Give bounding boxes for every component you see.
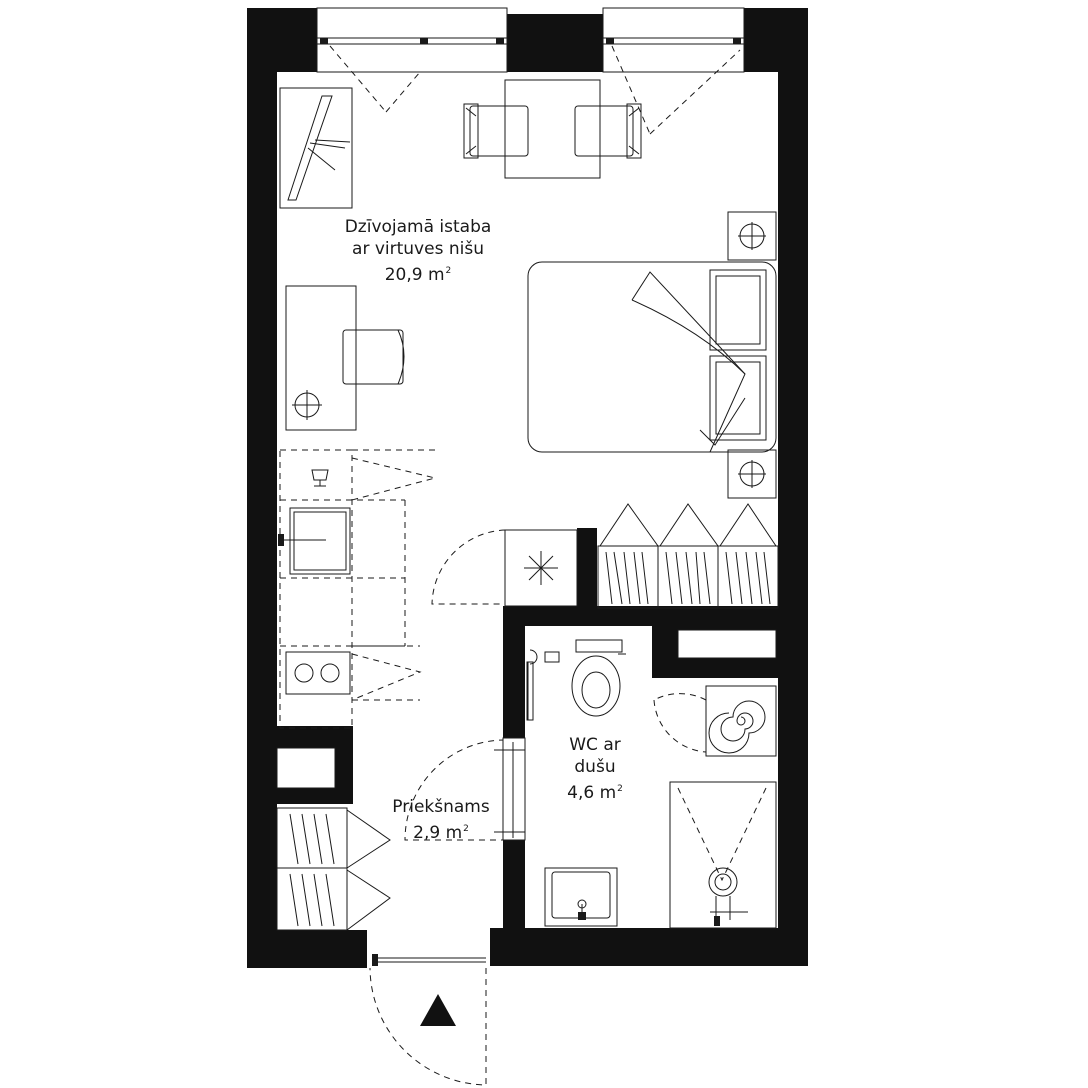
room-name-line2: dušu bbox=[574, 757, 616, 777]
window-right bbox=[602, 7, 745, 135]
room-label-wc: WC ar dušu 4,6 m2 bbox=[540, 734, 650, 804]
outer-wall-top-right bbox=[744, 8, 808, 72]
wardrobe-icon bbox=[597, 503, 779, 609]
kitchen-counter bbox=[278, 449, 436, 729]
outer-wall-top-middle bbox=[507, 14, 603, 72]
outer-wall-left bbox=[247, 8, 277, 968]
shower-icon bbox=[669, 781, 777, 929]
bath-wall-stub bbox=[577, 528, 597, 608]
sink-icon bbox=[278, 507, 351, 575]
toilet-icon bbox=[526, 639, 626, 721]
dining-table bbox=[463, 79, 642, 179]
room-area: 2,9 m2 bbox=[413, 823, 469, 843]
outer-wall-right bbox=[778, 8, 808, 966]
room-name-line1: Priekšnams bbox=[392, 797, 490, 817]
room-area: 4,6 m2 bbox=[567, 783, 623, 803]
washbasin bbox=[544, 867, 618, 927]
bath-wall-left-lower bbox=[503, 840, 525, 930]
outer-wall-bottom-left bbox=[247, 930, 367, 968]
window-left bbox=[316, 7, 508, 113]
entrance-door bbox=[367, 946, 490, 1086]
room-label-living: Dzīvojamā istaba ar virtuves nišu 20,9 m… bbox=[318, 216, 518, 286]
bath-door-swing bbox=[404, 739, 506, 841]
walls bbox=[247, 8, 808, 968]
hall-cabinet bbox=[431, 529, 578, 607]
room-name-line1: WC ar bbox=[569, 735, 621, 755]
hall-wardrobe bbox=[276, 807, 391, 931]
room-area: 20,9 m2 bbox=[384, 265, 452, 285]
nightstand-top bbox=[727, 211, 777, 261]
outer-wall-top-left bbox=[247, 8, 317, 72]
bed bbox=[527, 261, 777, 453]
outer-wall-bottom-right bbox=[490, 928, 808, 966]
cooktop-icon bbox=[285, 651, 351, 695]
washing-machine-icon bbox=[653, 685, 777, 757]
room-name-line2: ar virtuves nišu bbox=[352, 239, 484, 259]
desk bbox=[285, 285, 405, 431]
tv-unit bbox=[279, 87, 353, 209]
service-shaft bbox=[677, 629, 777, 659]
room-name-line1: Dzīvojamā istaba bbox=[344, 217, 492, 237]
bath-wall-top bbox=[503, 606, 655, 626]
entrance-arrow-icon bbox=[420, 994, 456, 1026]
room-label-hall: Priekšnams 2,9 m2 bbox=[376, 796, 506, 844]
nightstand-bottom bbox=[727, 449, 777, 499]
hall-niche-opening bbox=[276, 747, 336, 789]
bath-wall-left-upper bbox=[503, 606, 525, 738]
